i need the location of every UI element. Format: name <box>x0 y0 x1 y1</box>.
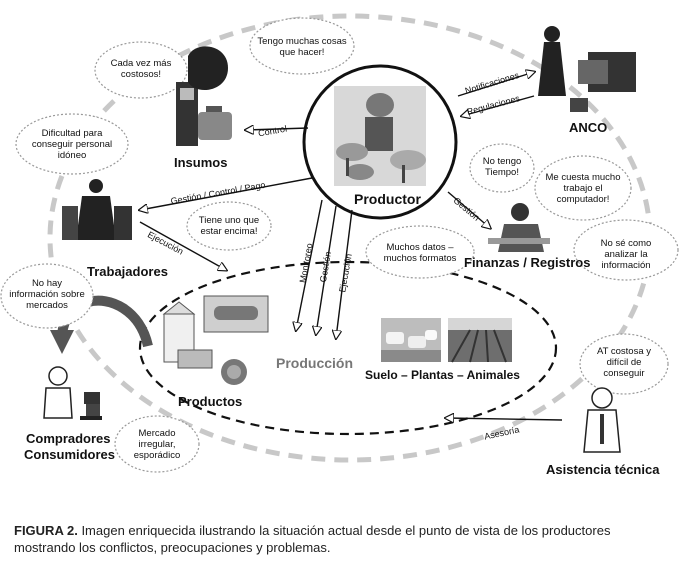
arrow-control <box>246 128 309 130</box>
rich-picture-diagram <box>0 13 679 473</box>
label-trabajadores: Trabajadores <box>87 264 168 279</box>
cloud-text-datos: Muchos datos – muchos formatos <box>383 242 457 264</box>
cloud-text-muchas-cosas: Tengo muchas cosas que hacer! <box>257 36 347 58</box>
cloud-datos <box>365 225 475 279</box>
production-boundary <box>138 260 558 436</box>
cloud-text-encima: Tiene uno que estar encima! <box>198 215 260 237</box>
label-asistencia: Asistencia técnica <box>546 462 660 477</box>
cloud-costosos <box>94 41 188 99</box>
label-produccion: Producción <box>276 355 354 371</box>
label-insumos: Insumos <box>174 155 228 170</box>
cloud-irregular <box>114 415 200 473</box>
buyer-icon <box>43 366 102 420</box>
arrow-notificaciones <box>457 72 534 97</box>
label-compradores: Compradores <box>26 431 111 446</box>
cloud-text-personal: Dificultad para conseguir personal idóne… <box>31 128 113 161</box>
cloud-muchas-cosas <box>249 17 355 75</box>
arrow-gestion-produccion <box>316 205 337 334</box>
label-anco: ANCO <box>569 120 608 135</box>
cloud-analizar <box>573 219 679 281</box>
label-productor: Productor <box>354 191 421 207</box>
caption-label: FIGURA 2. <box>14 523 78 538</box>
cloud-computador <box>534 155 632 221</box>
label-finanzas: Finanzas / Registros <box>464 255 591 270</box>
farmer-illustration <box>334 86 426 186</box>
figure-caption: FIGURA 2. Imagen enriquecida ilustrando … <box>14 522 674 556</box>
arrow-ejecucion-trabajadores <box>139 221 226 270</box>
cloud-text-analizar: No sé como analizar la información <box>600 238 652 271</box>
technician-icon <box>583 387 621 453</box>
cloud-text-computador: Me cuesta mucho trabajo el computador! <box>545 172 621 205</box>
cloud-text-at-costosa: AT costosa y difícil de conseguir <box>596 346 652 379</box>
products-icon <box>162 295 269 385</box>
cloud-text-irregular: Mercado irregular, esporádico <box>133 428 181 461</box>
animals-photo <box>381 318 441 362</box>
field-photo <box>448 318 512 363</box>
cloud-tiempo <box>469 143 535 193</box>
cloud-text-tiempo: No tengo Tiempo! <box>482 156 522 178</box>
label-suelo: Suelo – Plantas – Animales <box>365 368 520 382</box>
workers-icon <box>62 179 132 240</box>
insumos-icon <box>176 46 232 146</box>
arrow-gestion-finanzas <box>447 191 490 228</box>
caption-text: Imagen enriquecida ilustrando la situaci… <box>14 523 611 555</box>
arrow-regulaciones <box>462 95 535 116</box>
finance-icon <box>488 203 550 252</box>
office-icon <box>538 26 636 112</box>
label-productos: Productos <box>178 394 243 409</box>
arrow-gestion-control-pago <box>140 177 313 210</box>
label-consumidores: Consumidores <box>24 447 116 462</box>
cloud-text-costosos: Cada vez más costosos! <box>110 58 172 80</box>
arrow-asesoria <box>446 418 563 420</box>
cloud-at-costosa <box>579 333 669 395</box>
cloud-personal <box>15 113 129 175</box>
arrow-ejecucion-produccion <box>336 209 353 338</box>
cloud-encima <box>186 201 272 251</box>
cloud-text-mercados: No hay información sobre mercados <box>9 278 85 311</box>
arrow-monitoreo <box>296 199 323 330</box>
cloud-mercados <box>0 263 94 329</box>
